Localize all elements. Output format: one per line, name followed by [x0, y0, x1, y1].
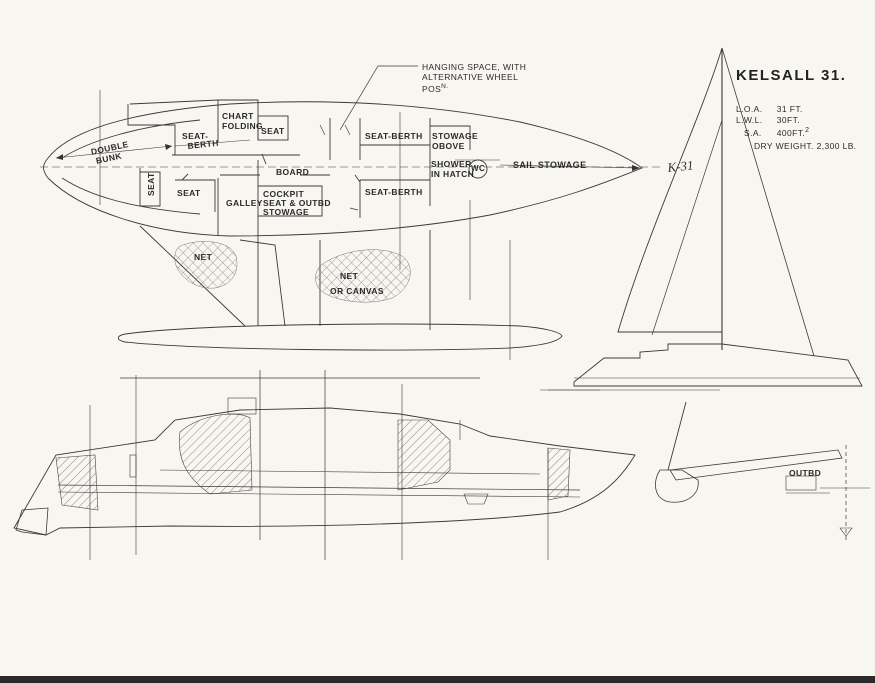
hatch-stern [547, 447, 571, 501]
callout-leader [339, 65, 418, 131]
spec-dry-weight: DRY WEIGHT. 2,300 LB. [754, 141, 857, 151]
label-shower-1: SHOWER [431, 159, 472, 169]
outboard-detail [655, 401, 870, 540]
label-outbd: OUTBD [789, 468, 822, 478]
callout-line-1: HANGING SPACE, WITH [422, 62, 527, 72]
label-seat-berth-c: SEAT-BERTH [365, 187, 423, 197]
hatch-aft-cabin [397, 419, 451, 491]
label-board: BOARD [276, 167, 310, 177]
label-cockpit-1: COCKPIT [263, 189, 305, 199]
drawing-title: KELSALL 31. [736, 67, 847, 84]
spec-sa-value: 400FT. [776, 127, 806, 138]
label-net-canvas-2: OR CANVAS [330, 286, 384, 296]
label-stowage-1: STOWAGE [432, 131, 479, 141]
callout-pos-sup: N. [441, 83, 449, 90]
label-stowage-2: OBOVE [432, 141, 465, 151]
callout-pos: POS [422, 83, 442, 94]
label-galley: GALLEY [226, 198, 263, 208]
label-chart-1: CHART [222, 111, 254, 121]
label-shower-2: IN HATCH [431, 169, 475, 179]
net-patch-1 [174, 241, 238, 289]
label-net: NET [194, 252, 213, 262]
sail-plan-hull [573, 343, 863, 387]
spec-sa-sup: 2 [805, 127, 810, 134]
label-seat-berth-a1: SEAT- [182, 131, 209, 141]
label-cockpit-2: SEAT & OUTBD [263, 198, 331, 208]
jib-stay [651, 119, 723, 336]
label-wc: WC [471, 164, 486, 173]
elevation-hull [13, 407, 636, 536]
spec-loa: L.O.A. 31 FT. [736, 104, 803, 114]
label-seat-vertical: SEAT [146, 172, 156, 196]
spec-lwl-label: L.W.L. [736, 115, 763, 125]
label-cockpit-3: STOWAGE [263, 207, 310, 217]
hatch-bow [55, 454, 99, 511]
spec-loa-label: L.O.A. [736, 104, 763, 114]
scan-bottom-edge [0, 676, 875, 683]
spec-loa-value: 31 FT. [776, 104, 803, 114]
side-elevation [13, 370, 636, 560]
label-seat-berth-b: SEAT-BERTH [365, 131, 423, 141]
spec-sa: S.A. 400FT.2 [744, 126, 809, 138]
spec-lwl: L.W.L. 30FT. [736, 115, 800, 125]
deck-plan [40, 65, 660, 360]
plan-hull-outline [43, 101, 643, 237]
outrigger-float [117, 323, 563, 351]
label-sail-stowage: SAIL STOWAGE [513, 160, 587, 170]
callout-line-3: POSN. [422, 82, 448, 94]
spec-lwl-value: 30FT. [776, 115, 801, 125]
detail-rudder-blade [655, 469, 699, 503]
label-seat-top: SEAT [261, 126, 285, 136]
callout-line-2: ALTERNATIVE WHEEL [422, 72, 519, 82]
label-chart-2: FOLDING [222, 121, 264, 131]
mainsail [617, 47, 723, 333]
hatch-saloon [179, 413, 253, 495]
spec-sa-label: S.A. [744, 127, 762, 138]
sail-plan [548, 47, 863, 391]
rudder [15, 507, 49, 536]
label-net-canvas-1: NET [340, 271, 359, 281]
net-patch-2 [315, 249, 411, 303]
net-area [117, 225, 563, 351]
sail-number: K-31 [666, 157, 694, 175]
label-seat-lower: SEAT [177, 188, 201, 198]
